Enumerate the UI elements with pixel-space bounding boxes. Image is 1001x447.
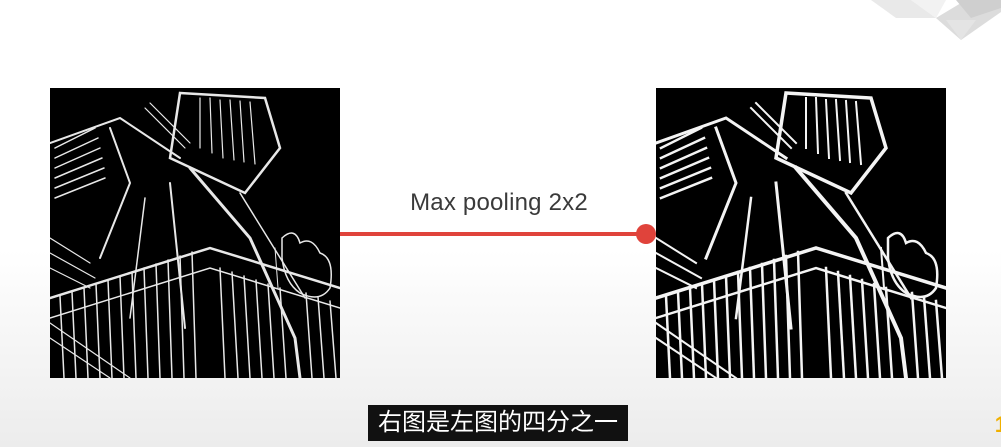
cube-logo-decoration xyxy=(871,0,1001,40)
arrow-label: Max pooling 2x2 xyxy=(410,189,588,216)
pooled-feature-map-image xyxy=(656,88,946,378)
staircase-edge-image xyxy=(50,88,340,378)
input-feature-map-image xyxy=(50,88,340,378)
pooling-arrow xyxy=(340,224,656,244)
slide-page-number: 1 xyxy=(994,412,1001,437)
video-subtitle: 右图是左图的四分之一 xyxy=(368,405,628,441)
staircase-edge-image-pooled xyxy=(656,88,946,378)
